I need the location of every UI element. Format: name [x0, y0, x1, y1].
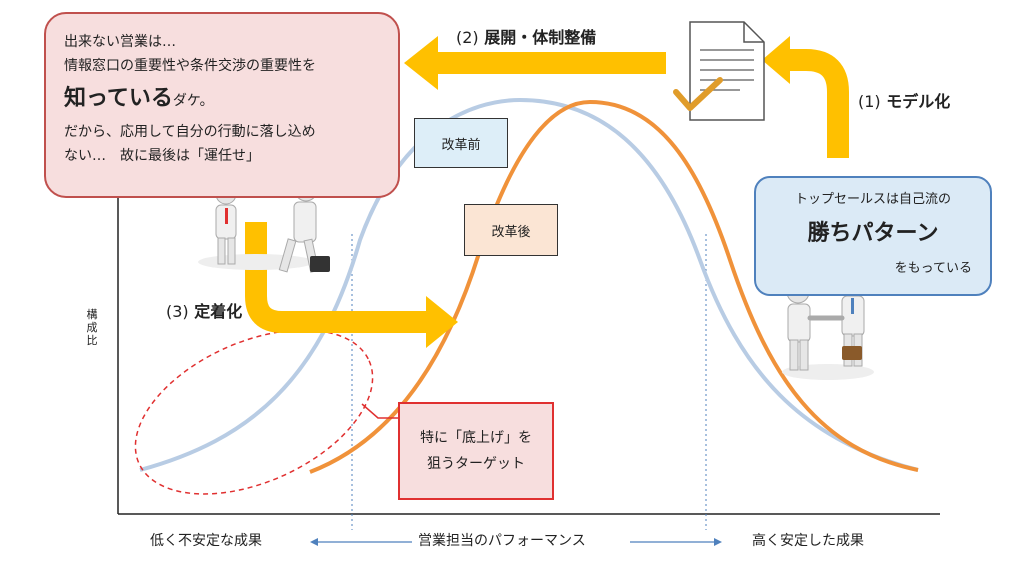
speech-right-line1: トップセールスは自己流の — [794, 192, 951, 207]
speech-right-emph: 勝ちパターン — [807, 221, 939, 246]
speech-bubble-right: トップセールスは自己流の 勝ちパターン をもっている — [754, 176, 992, 296]
label-after: 改革後 — [464, 204, 558, 256]
step-deploy-label: 展開・体制整備 — [484, 28, 597, 47]
arrow-deploy-stem — [436, 52, 666, 74]
step-model-num: (1) — [858, 92, 881, 111]
arrow-model-head — [762, 36, 790, 84]
arrow-settle-head — [426, 296, 458, 348]
speech-left-emph: 知っている — [64, 86, 173, 111]
step-settle-label: 定着化 — [194, 302, 243, 321]
x-label-center: 営業担当のパフォーマンス — [418, 530, 586, 550]
speech-left-line5: ない… 故に最後は「運任せ」 — [64, 148, 260, 164]
document-check-icon — [673, 21, 765, 121]
speech-bubble-left: 出来ない営業は… 情報窓口の重要性や条件交渉の重要性を 知っているダケ。 だから… — [44, 12, 400, 198]
curve-before — [139, 97, 919, 472]
speech-left-line4: だから、応用して自分の行動に落し込め — [64, 124, 316, 140]
step-settle-num: (3) — [166, 302, 189, 321]
step-deploy: (2) 展開・体制整備 — [456, 24, 596, 48]
arrow-settle-stem — [245, 222, 428, 333]
person-figures-icon — [198, 178, 330, 273]
step-model: (1) モデル化 — [858, 88, 950, 112]
speech-left-emph-row: 知っているダケ。 — [64, 84, 380, 116]
step-deploy-num: (2) — [456, 28, 479, 47]
x-label-left: 低く不安定な成果 — [150, 530, 262, 550]
speech-left-line1: 出来ない営業は… — [64, 34, 176, 50]
speech-right-line3: をもっている — [894, 261, 972, 276]
y-axis-label: 構成比 — [86, 308, 98, 347]
label-before: 改革前 — [414, 118, 508, 168]
x-label-right: 高く安定した成果 — [752, 530, 864, 550]
target-box: 特に「底上げ」を 狙うターゲット — [398, 402, 554, 500]
target-leader — [361, 403, 398, 419]
speech-left-emph-tail: ダケ。 — [172, 93, 214, 109]
x-arrow-right-head — [714, 538, 722, 546]
target-line1: 特に「底上げ」を — [420, 430, 532, 446]
x-arrow-left-head — [310, 538, 318, 546]
speech-left-line2: 情報窓口の重要性や条件交渉の重要性を — [64, 58, 316, 74]
target-ellipse — [134, 329, 374, 495]
arrow-deploy-head — [404, 36, 438, 90]
step-settle: (3) 定着化 — [166, 298, 242, 322]
curve-after — [309, 99, 919, 474]
arrow-model-stem — [790, 49, 849, 158]
step-model-label: モデル化 — [886, 92, 951, 111]
target-line2: 狙うターゲット — [427, 456, 525, 472]
